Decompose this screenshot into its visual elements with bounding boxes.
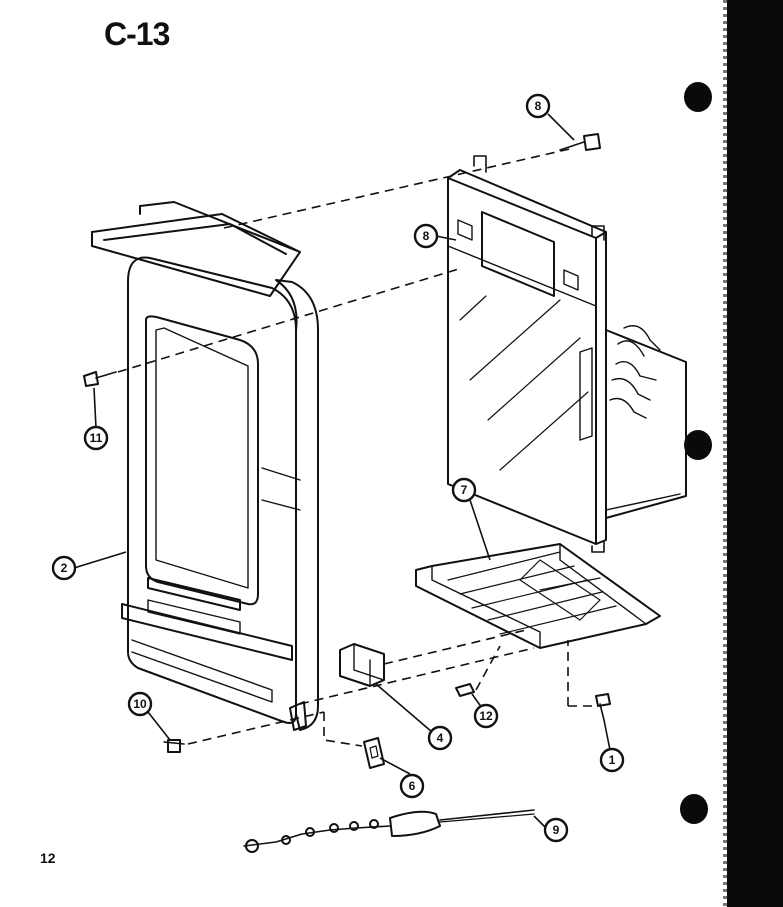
callout-4-label: 4	[437, 731, 444, 745]
callout-8-top: 8	[525, 93, 551, 119]
dashed-assembly-lines	[117, 147, 598, 747]
screw-bottom-left	[163, 739, 185, 753]
binder-hole-bottom	[680, 794, 708, 824]
callout-9: 9	[543, 817, 569, 843]
callout-6: 6	[399, 773, 425, 799]
screw-bottom-right	[595, 693, 611, 721]
clip-part	[363, 737, 385, 769]
callout-12-label: 12	[479, 709, 493, 723]
binder-hole-middle	[684, 430, 712, 460]
binder-hole-top	[684, 82, 712, 112]
scan-dark-border	[727, 0, 783, 907]
switch-board	[415, 543, 661, 649]
screw-top	[559, 133, 601, 151]
callout-12: 12	[473, 703, 499, 729]
callout-2: 2	[51, 555, 77, 581]
callout-2-label: 2	[61, 561, 68, 575]
control-panel	[447, 155, 687, 553]
page-number: 12	[40, 850, 56, 866]
screw-left	[83, 371, 117, 387]
callout-10-label: 10	[133, 697, 147, 711]
lead-wire	[243, 809, 535, 853]
small-screw	[455, 683, 475, 697]
callout-8-panel-label: 8	[423, 229, 430, 243]
callout-9-label: 9	[553, 823, 560, 837]
callout-leaders	[73, 113, 611, 829]
callout-8-panel: 8	[413, 223, 439, 249]
callout-1-label: 1	[609, 753, 616, 767]
callout-11: 11	[83, 425, 109, 451]
callout-6-label: 6	[409, 779, 416, 793]
door-assembly	[91, 201, 319, 731]
door-switch	[339, 643, 385, 687]
callout-4: 4	[427, 725, 453, 751]
page-title: C-13	[104, 16, 170, 52]
callout-7: 7	[451, 477, 477, 503]
callout-1: 1	[599, 747, 625, 773]
callout-8-top-label: 8	[535, 99, 542, 113]
callout-10: 10	[127, 691, 153, 717]
callout-11-label: 11	[90, 431, 103, 445]
callout-7-label: 7	[461, 483, 468, 497]
